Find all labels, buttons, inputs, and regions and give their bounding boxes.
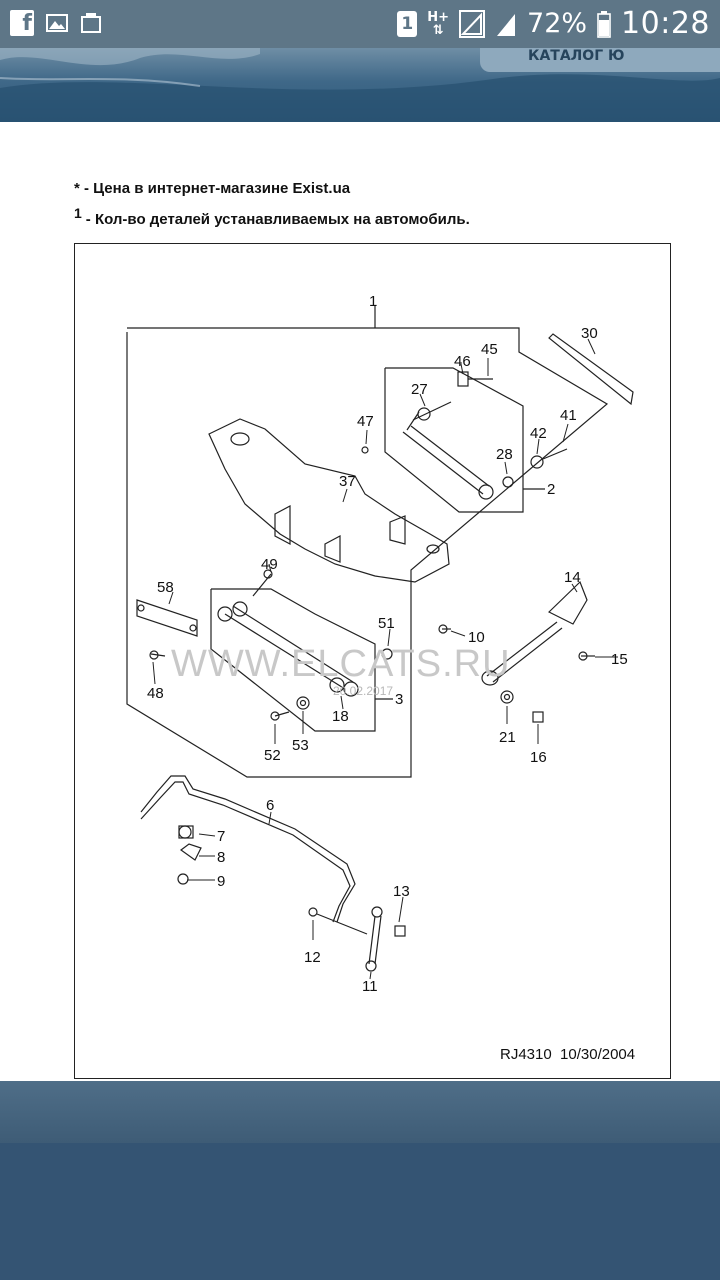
battery-percent: 72%	[527, 8, 588, 39]
callout-27: 27	[411, 381, 428, 398]
callout-10: 10	[468, 629, 485, 646]
network-activity-icon: ⇅	[432, 22, 444, 38]
callout-11: 11	[362, 978, 378, 995]
callout-37: 37	[339, 473, 356, 490]
callout-41: 41	[560, 407, 577, 424]
signal-icon-sim1	[459, 9, 486, 38]
signal-icon-sim2	[497, 13, 516, 36]
battery-icon	[597, 10, 611, 38]
callout-9: 9	[217, 873, 225, 890]
callout-42: 42	[530, 425, 547, 442]
callout-46: 46	[454, 353, 471, 370]
callout-12: 12	[304, 949, 321, 966]
clock: 10:28	[621, 6, 710, 41]
callout-14: 14	[564, 569, 581, 586]
parts-diagram[interactable]: WWW.ELCATS.RU 20.02.2017 1 2 3 6 7 8 9 1…	[74, 243, 671, 1079]
catalog-tab[interactable]: КАТАЛОГ Ю	[480, 48, 720, 72]
bracket-14	[547, 580, 588, 625]
callout-48: 48	[147, 685, 164, 702]
bracket-58	[136, 599, 198, 637]
callout-49: 49	[261, 556, 278, 573]
footer-area	[0, 1143, 720, 1280]
callout-47: 47	[357, 413, 374, 430]
callout-13: 13	[393, 883, 410, 900]
callout-45: 45	[481, 341, 498, 358]
strip-30	[548, 333, 634, 406]
assembly-outline-1	[126, 327, 609, 778]
watermark: WWW.ELCATS.RU	[171, 643, 511, 685]
quantity-note-text: - Кол-во деталей устанавливаемых на авто…	[85, 211, 470, 228]
assembly-outline-3	[210, 588, 376, 732]
callout-51: 51	[378, 615, 395, 632]
sim-badge: 1	[397, 10, 418, 37]
callout-28: 28	[496, 446, 513, 463]
quantity-note: 1- Кол-во деталей устанавливаемых на авт…	[74, 205, 470, 228]
photo-icon	[46, 14, 68, 32]
banner-decoration	[0, 48, 720, 122]
facebook-icon: f	[10, 10, 34, 36]
price-note: * - Цена в интернет-магазине Exist.ua	[74, 180, 351, 197]
header-banner: КАТАЛОГ Ю	[0, 48, 720, 122]
callout-53: 53	[292, 737, 309, 754]
callout-6: 6	[266, 797, 274, 814]
callout-52: 52	[264, 747, 281, 764]
crossmember-37	[208, 418, 450, 583]
quantity-marker: 1	[74, 205, 82, 221]
callout-58: 58	[157, 579, 174, 596]
gallery-icon	[81, 13, 101, 33]
callout-1: 1	[369, 293, 377, 310]
footer-bar	[0, 1081, 720, 1143]
network-type-label: H+	[427, 9, 450, 25]
callout-3: 3	[395, 691, 403, 708]
stabilizer-bar-6	[140, 775, 356, 923]
assembly-outline-2	[384, 367, 524, 513]
watermark-date: 20.02.2017	[333, 684, 393, 698]
catalog-tab-label: КАТАЛОГ Ю	[528, 48, 625, 64]
callout-8: 8	[217, 849, 225, 866]
parts-diagram-drawing: WWW.ELCATS.RU 20.02.2017 1 2 3 6 7 8 9 1…	[126, 293, 635, 1063]
callout-7: 7	[217, 828, 225, 845]
callout-21: 21	[499, 729, 516, 746]
diagram-reference: RJ4310 10/30/2004	[500, 1046, 635, 1063]
callout-30: 30	[581, 325, 598, 342]
callout-16: 16	[530, 749, 547, 766]
callout-2: 2	[547, 481, 555, 498]
callout-18: 18	[332, 708, 349, 725]
status-bar: f 1 H+ ⇅ 72% 10:28	[0, 0, 720, 48]
callout-15: 15	[611, 651, 628, 668]
network-type: H+ ⇅	[427, 11, 449, 37]
